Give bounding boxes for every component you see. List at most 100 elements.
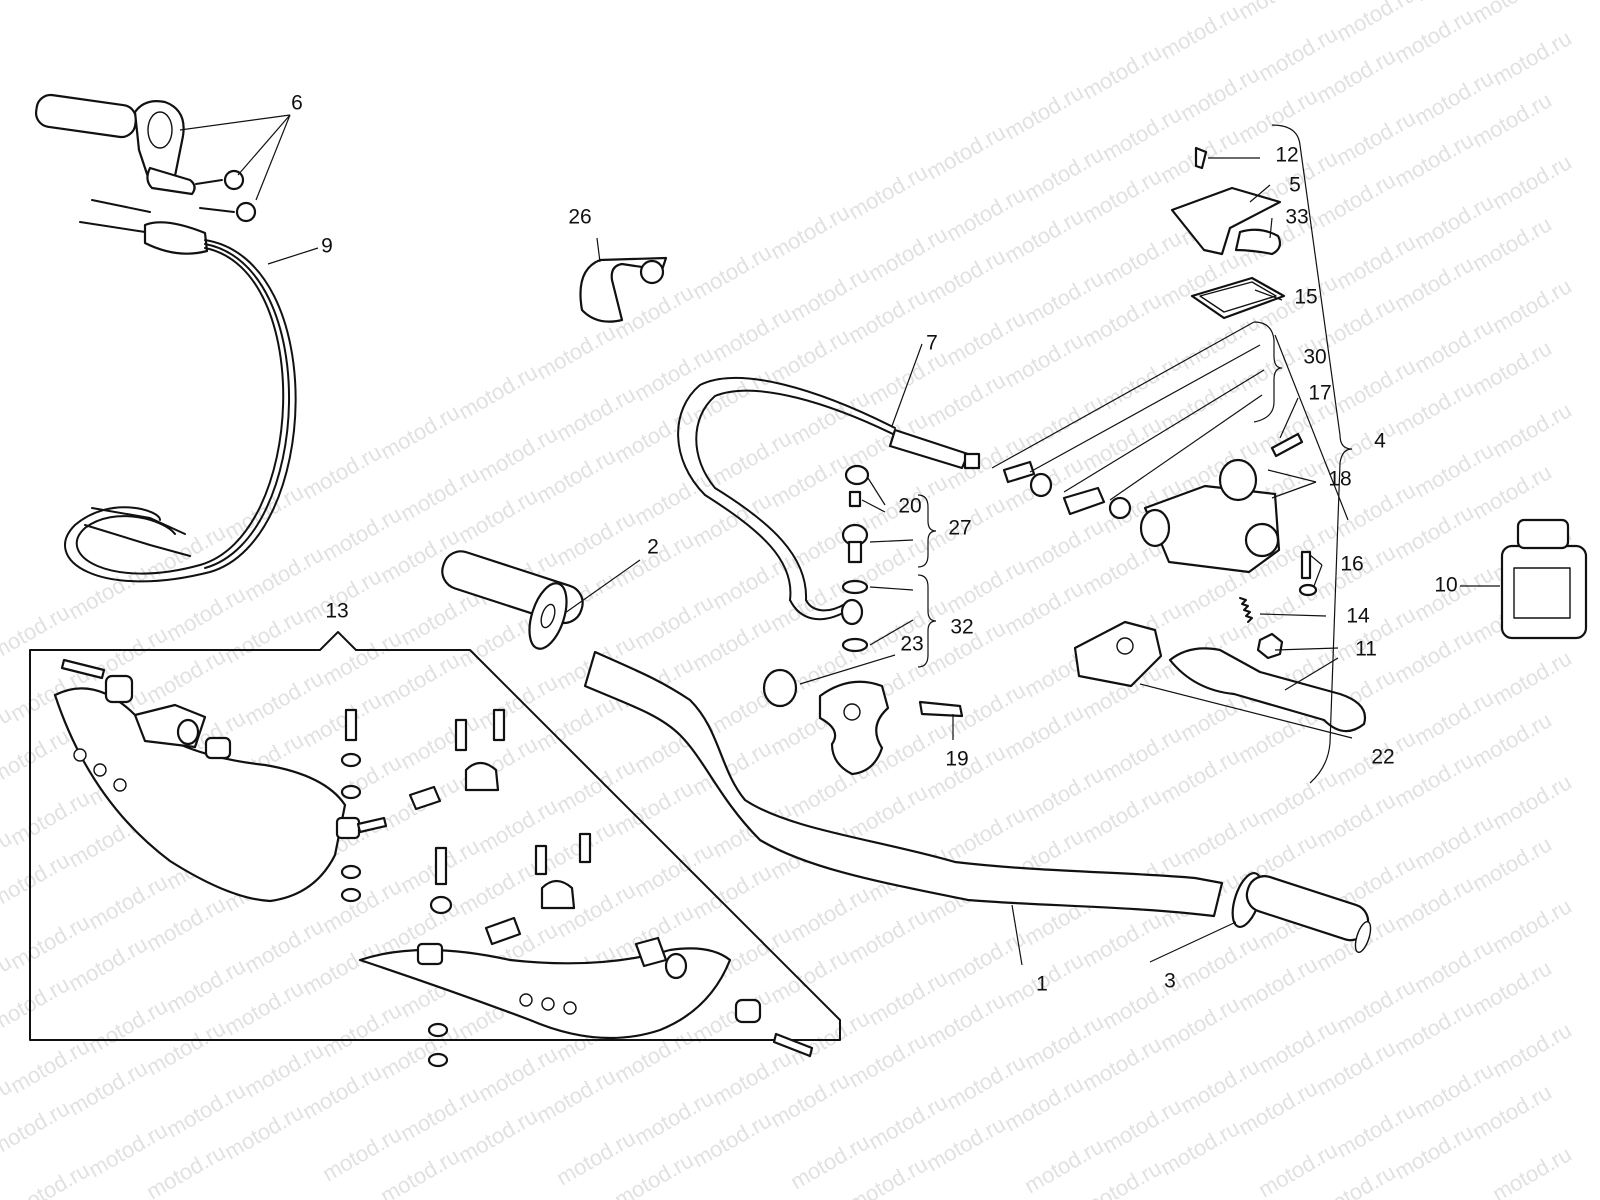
- callout-23: 23: [900, 633, 923, 656]
- watermark-text: motod.ru: [532, 1063, 620, 1128]
- watermark-text: motod.ru: [1234, 83, 1322, 148]
- callout-20: 20: [898, 495, 921, 518]
- watermark-text: motod.ru: [1000, 699, 1088, 764]
- watermark-text: motod.ru: [922, 987, 1010, 1052]
- watermark-text: motod.ru: [1312, 43, 1400, 108]
- watermark-text: motod.ru: [1390, 251, 1478, 316]
- callout-27: 27: [948, 517, 971, 540]
- watermark-text: motod.ru: [454, 607, 542, 672]
- watermark-text: motod.ru: [1468, 335, 1556, 400]
- left-grip: [441, 550, 584, 650]
- banjo-fittings: [762, 464, 964, 776]
- watermark-text: motod.ru: [1390, 1119, 1478, 1184]
- watermark-text: motod.ru: [1468, 707, 1556, 772]
- watermark-text: motod.ru: [1000, 79, 1088, 144]
- callout-15: 15: [1294, 286, 1317, 309]
- watermark-text: motod.ru: [844, 903, 932, 968]
- watermark-text: motod.ru: [454, 1103, 542, 1168]
- watermark-text: motod.ru: [1156, 371, 1244, 436]
- callout-30: 30: [1303, 346, 1326, 369]
- callout-5: 5: [1289, 174, 1301, 197]
- watermark-text: motod.ru: [610, 403, 698, 468]
- callout-18: 18: [1328, 468, 1351, 491]
- watermark-text: motod.ru: [1390, 375, 1478, 440]
- watermark-text: motod.ru: [922, 119, 1010, 184]
- watermark-text: motod.ru: [1078, 39, 1166, 104]
- watermark-text: motod.ru: [0, 847, 74, 912]
- watermark-text: motod.ru: [376, 647, 464, 712]
- watermark-text: motod.ru: [532, 443, 620, 508]
- watermark-text: motod.ru: [1390, 3, 1478, 68]
- watermark-text: motod.ru: [1488, 397, 1576, 462]
- watermark-text: motod.ru: [1000, 1071, 1088, 1136]
- watermark-text: motod.ru: [688, 239, 776, 304]
- watermark-text: motod.ru: [1390, 995, 1478, 1060]
- watermark-text: motod.ru: [688, 363, 776, 428]
- watermark-text: motod.ru: [688, 1107, 776, 1172]
- watermark-text: motod.ru: [1390, 499, 1478, 564]
- callout-12: 12: [1275, 144, 1298, 167]
- watermark-text: motod.ru: [844, 159, 932, 224]
- watermark-text: motod.ru: [1078, 287, 1166, 352]
- hand-guard-right: [358, 947, 732, 1040]
- watermark-text: motod.ru: [1488, 273, 1576, 338]
- watermark-text: motod.ru: [142, 519, 230, 584]
- callout-26: 26: [568, 206, 591, 229]
- handlebar: [583, 650, 1224, 918]
- watermark-text: motod.ru: [766, 199, 854, 264]
- watermark-text: motod.ru: [298, 439, 386, 504]
- watermark-text: motod.ru: [220, 975, 308, 1040]
- watermark-text: motod.ru: [1488, 1141, 1576, 1200]
- watermark-text: motod.ru: [844, 283, 932, 348]
- watermark-text: motod.ru: [1156, 1115, 1244, 1180]
- cable-clamp: [579, 256, 668, 323]
- watermark-text: motod.ru: [1468, 459, 1556, 524]
- watermark-text: motod.ru: [610, 775, 698, 840]
- right-grip: [1231, 872, 1372, 954]
- watermark-text: motod.ru: [454, 359, 542, 424]
- watermark-text: motod.ru: [844, 1027, 932, 1092]
- watermark-text: motod.ru: [1078, 783, 1166, 848]
- callout-2: 2: [647, 536, 659, 559]
- watermark-text: motod.ru: [1156, 743, 1244, 808]
- watermark-text: motod.ru: [220, 1099, 308, 1164]
- watermark-text: motod.ru: [688, 859, 776, 924]
- watermark-text: motod.ru: [0, 1095, 74, 1160]
- watermark-text: motod.ru: [1468, 0, 1556, 28]
- watermark-text: motod.ru: [532, 319, 620, 384]
- watermark-text: motod.ru: [376, 399, 464, 464]
- watermark-text: motod.ru: [1000, 203, 1088, 268]
- watermark-text: motod.ru: [376, 1019, 464, 1084]
- watermark-text: motod.ru: [454, 483, 542, 548]
- watermark-text: motod.ru: [688, 487, 776, 552]
- callout-22: 22: [1371, 746, 1394, 769]
- watermark-text: motod.ru: [454, 855, 542, 920]
- watermark-text: motod.ru: [922, 367, 1010, 432]
- callout-1: 1: [1036, 973, 1048, 996]
- watermark-text: motod.ru: [766, 447, 854, 512]
- watermark-text: motod.ru: [1234, 0, 1322, 24]
- watermark-text: motod.ru: [1488, 149, 1576, 214]
- watermark-text: motod.ru: [298, 687, 386, 752]
- watermark-text: motod.ru: [1234, 1075, 1322, 1140]
- callout-13: 13: [325, 600, 348, 623]
- watermark-text: motod.ru: [766, 1067, 854, 1132]
- watermark-text: motod.ru: [922, 243, 1010, 308]
- callout-10: 10: [1434, 574, 1457, 597]
- watermark-text: motod.ru: [6, 1157, 94, 1200]
- watermark-text: motod.ru: [298, 1059, 386, 1124]
- watermark-text: motod.ru: [1254, 1137, 1342, 1200]
- watermark-text: motod.ru: [220, 603, 308, 668]
- watermark-text: motod.ru: [688, 611, 776, 676]
- callout-33: 33: [1285, 206, 1308, 229]
- callout-7: 7: [926, 332, 938, 355]
- callout-32: 32: [950, 616, 973, 639]
- watermark-text: motod.ru: [1234, 951, 1322, 1016]
- watermark-text: motod.ru: [1156, 0, 1244, 64]
- watermark-text: motod.ru: [1390, 623, 1478, 688]
- watermark-text: motod.ru: [1078, 163, 1166, 228]
- watermark-text: motod.ru: [844, 779, 932, 844]
- callout-19: 19: [945, 748, 968, 771]
- throttle-grip-assembly: [34, 93, 257, 223]
